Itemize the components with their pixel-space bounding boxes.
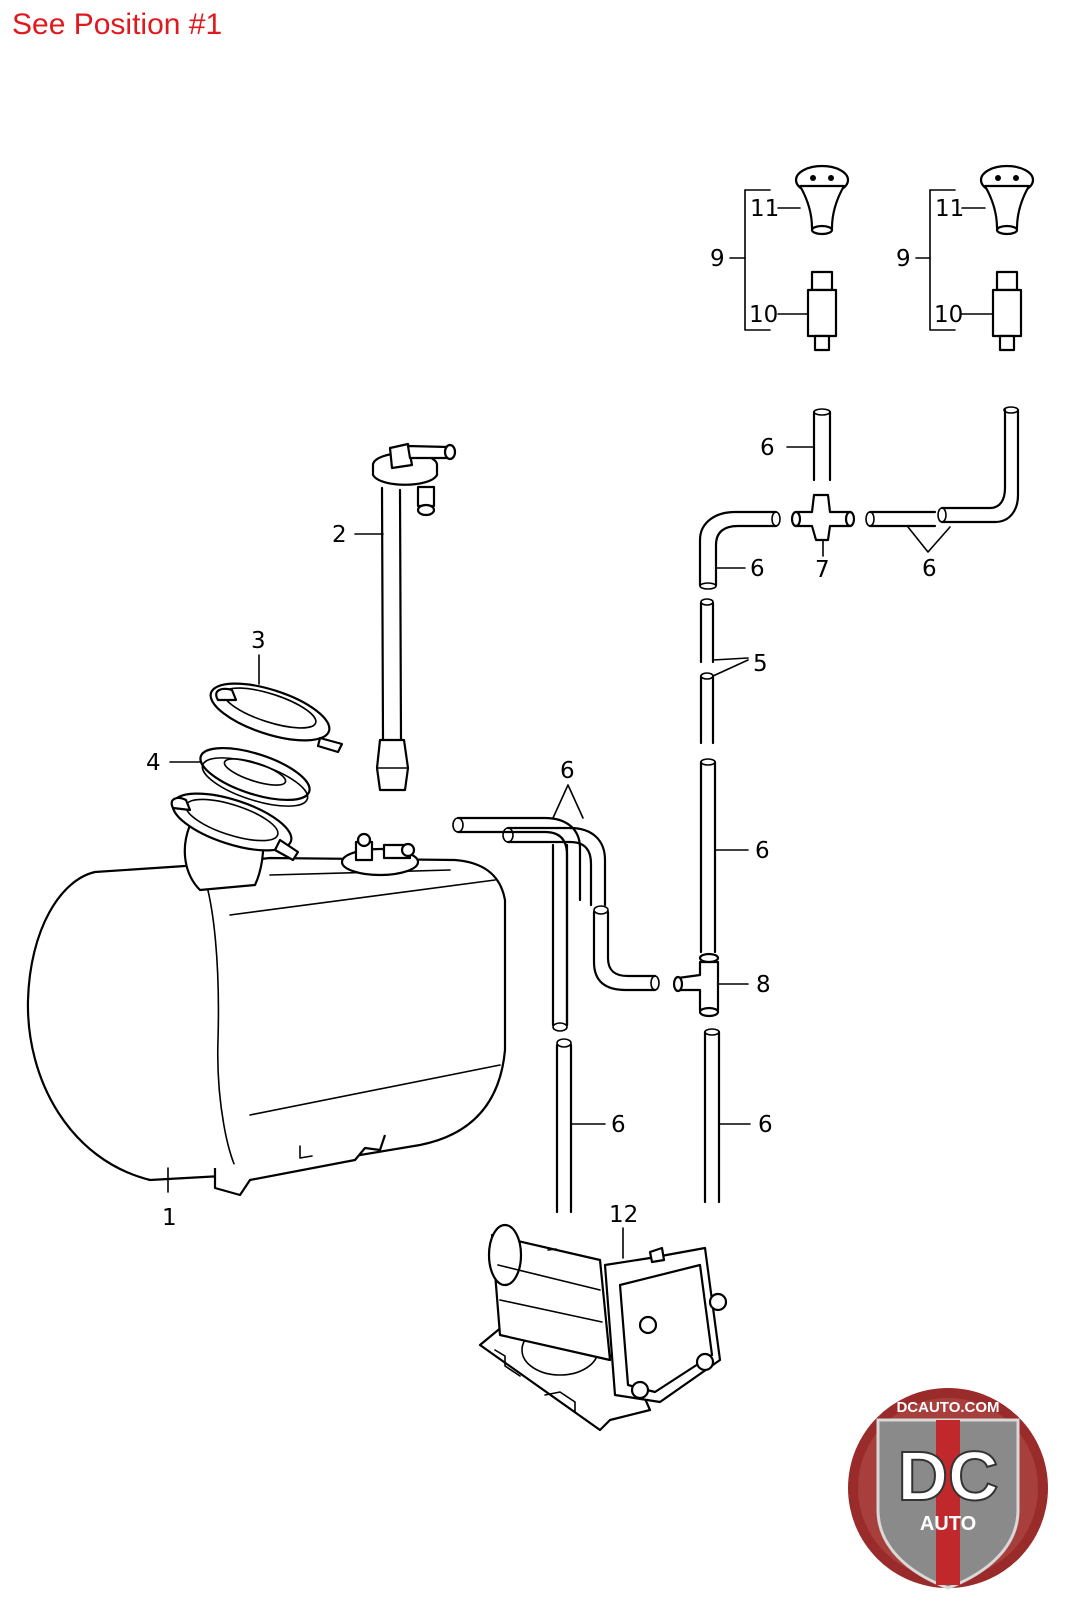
callouts: 1 2 3 4 5 6 6 6 6 6 6 6 7 8 9 9 10 10 11… [146,196,964,1231]
logo-site: DCAUTO.COM [896,1399,999,1416]
callout-9-right: 9 [896,246,911,272]
callout-5: 5 [753,651,768,677]
callout-6-top: 6 [760,435,775,461]
dcauto-logo: DCAUTO.COM DC AUTO [848,1388,1048,1590]
callout-9-left: 9 [710,246,725,272]
callout-6-bottom: 6 [758,1112,773,1138]
logo-mark: DC [897,1437,998,1515]
callout-12: 12 [609,1202,638,1228]
pickup-tube [371,442,457,792]
callout-3: 3 [251,628,266,654]
callout-6-mid: 6 [755,838,770,864]
tank-hoses [452,816,660,1214]
callout-1: 1 [162,1205,177,1231]
logo-stripe [936,1420,960,1585]
callout-2: 2 [332,522,347,548]
callout-7: 7 [815,557,830,583]
callout-8: 8 [756,972,771,998]
callout-11-right: 11 [935,196,964,222]
right-hoses [672,406,1020,1204]
nozzle-set-right [915,164,1035,352]
leader-lines [167,446,951,1259]
seal-ring [199,746,311,807]
callout-6-pump: 6 [611,1112,626,1138]
reservoir-tank [26,792,507,1197]
callout-10-left: 10 [749,302,778,328]
callout-4: 4 [146,750,161,776]
callout-11-left: 11 [750,196,779,222]
callout-6-tank: 6 [560,758,575,784]
callout-6-elbow: 6 [750,556,765,582]
filler-cap [209,682,344,754]
nozzle-set-left [729,164,850,352]
washer-pump [478,1223,728,1432]
callout-6-right: 6 [922,556,937,582]
callout-10-right: 10 [934,302,963,328]
see-position-note: See Position #1 [12,8,223,41]
logo-sub: AUTO [920,1513,976,1535]
